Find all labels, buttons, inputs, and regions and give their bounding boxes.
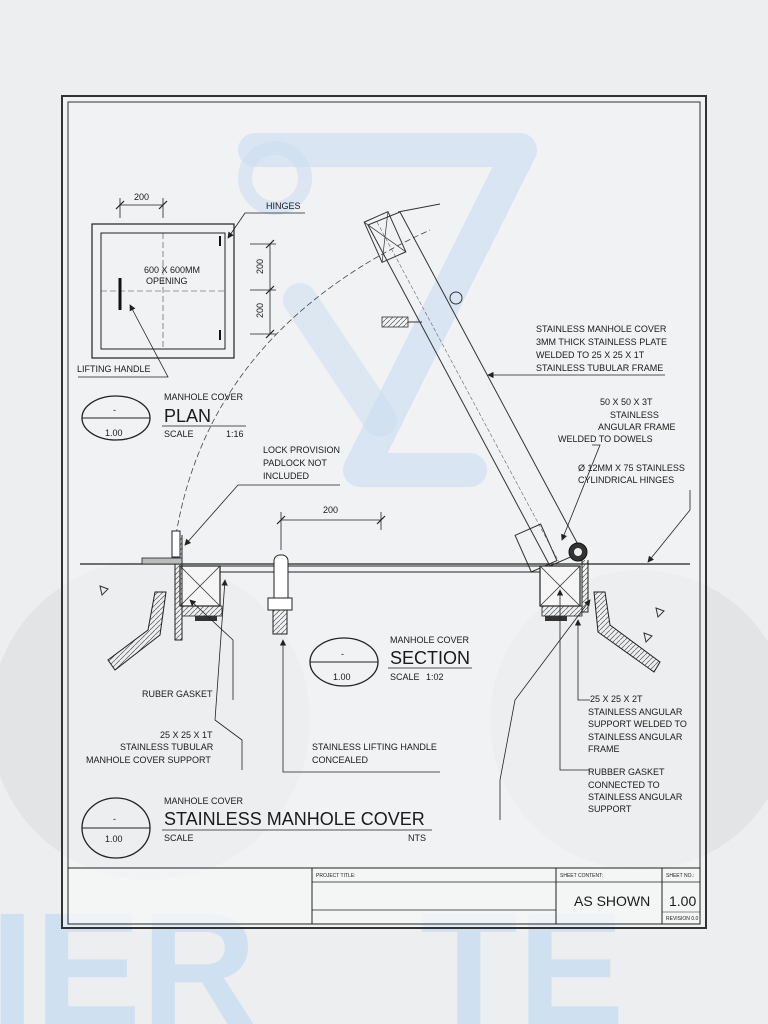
angle-frame-note-1: 50 X 50 X 3T	[600, 397, 653, 407]
section-scale-label: SCALE	[390, 672, 420, 682]
main-scale-label: SCALE	[164, 833, 194, 843]
main-title-block	[81, 797, 432, 859]
section-dim-200: 200	[323, 505, 338, 515]
lock-note-2: PADLOCK NOT	[263, 458, 327, 468]
plan-title: PLAN	[164, 406, 211, 426]
support-note-5: FRAME	[588, 744, 620, 754]
sheet-no-label: SHEET NO.:	[666, 873, 694, 879]
plan-subtitle: MANHOLE COVER	[164, 392, 244, 402]
section-sheet-number: 1.00	[333, 672, 351, 682]
plan-dim-top: 200	[134, 192, 149, 202]
main-title: STAINLESS MANHOLE COVER	[164, 809, 425, 829]
rubber-note-1: RUBBER GASKET	[588, 767, 665, 777]
cover-note-1: STAINLESS MANHOLE COVER	[536, 324, 667, 334]
plan-sheet-number: 1.00	[105, 428, 123, 438]
plan-view	[78, 198, 305, 378]
title-block-revision: REVISION 0.0	[666, 916, 698, 922]
plan-title-block	[81, 395, 246, 441]
hinges-note-1: Ø 12MM X 75 STAINLESS	[578, 463, 685, 473]
plan-hinges-label: HINGES	[266, 201, 301, 211]
main-subtitle: MANHOLE COVER	[164, 796, 244, 806]
section-scale-value: 1:02	[426, 672, 444, 682]
support-note-2: STAINLESS ANGULAR	[588, 707, 683, 717]
main-sheet-number: 1.00	[105, 834, 123, 844]
sheet-title-block	[67, 867, 701, 925]
plan-dim-right-1: 200	[255, 259, 265, 274]
support-note-3: SUPPORT WELDED TO	[588, 719, 687, 729]
lock-note-3: INCLUDED	[263, 471, 310, 481]
title-block-sheet-number: 1.00	[669, 893, 696, 909]
main-scale-value: NTS	[408, 833, 426, 843]
angle-frame-note-2: STAINLESS	[610, 410, 659, 420]
section-detail-number: -	[341, 649, 344, 659]
hinges-note-2: CYLINDRICAL HINGES	[578, 475, 674, 485]
section-title-block	[309, 637, 472, 687]
support-note-4: STAINLESS ANGULAR	[588, 732, 683, 742]
sheet-content-label: SHEET CONTENT:	[560, 873, 603, 879]
rubber-note-3: STAINLESS ANGULAR	[588, 792, 683, 802]
main-detail-number: -	[113, 814, 116, 824]
cover-note-4: STAINLESS TUBULAR FRAME	[536, 363, 663, 373]
plan-detail-number: -	[113, 405, 116, 415]
lifting-note-2: CONCEALED	[312, 755, 369, 765]
rubber-note-4: SUPPORT	[588, 804, 632, 814]
tubular-note-2: STAINLESS TUBULAR	[120, 742, 214, 752]
lock-note-1: LOCK PROVISION	[263, 445, 340, 455]
lifting-note-1: STAINLESS LIFTING HANDLE	[312, 742, 437, 752]
tubular-note-1: 25 X 25 X 1T	[160, 730, 213, 740]
plan-scale-label: SCALE	[164, 429, 194, 439]
tubular-note-3: MANHOLE COVER SUPPORT	[86, 755, 211, 765]
plan-opening-line1: 600 X 600MM	[144, 265, 200, 275]
plan-scale-value: 1:16	[226, 429, 244, 439]
gasket-note: RUBER GASKET	[142, 689, 213, 699]
support-note-1: 25 X 25 X 2T	[590, 694, 643, 704]
section-subtitle: MANHOLE COVER	[390, 635, 470, 645]
plan-dim-right-2: 200	[255, 303, 265, 318]
title-block-scale: AS SHOWN	[574, 893, 650, 909]
project-title-label: PROJECT TITLE:	[316, 873, 356, 879]
angle-frame-note-4: WELDED TO DOWELS	[558, 434, 653, 444]
cover-note-3: WELDED TO 25 X 25 X 1T	[536, 350, 645, 360]
angle-frame-note-3: ANGULAR FRAME	[598, 422, 676, 432]
section-view	[80, 203, 691, 820]
plan-lifting-handle-label: LIFTING HANDLE	[77, 364, 151, 374]
rubber-note-2: CONNECTED TO	[588, 780, 660, 790]
plan-opening-line2: OPENING	[146, 276, 188, 286]
section-title: SECTION	[390, 648, 470, 668]
cover-note-2: 3MM THICK STAINLESS PLATE	[536, 337, 667, 347]
